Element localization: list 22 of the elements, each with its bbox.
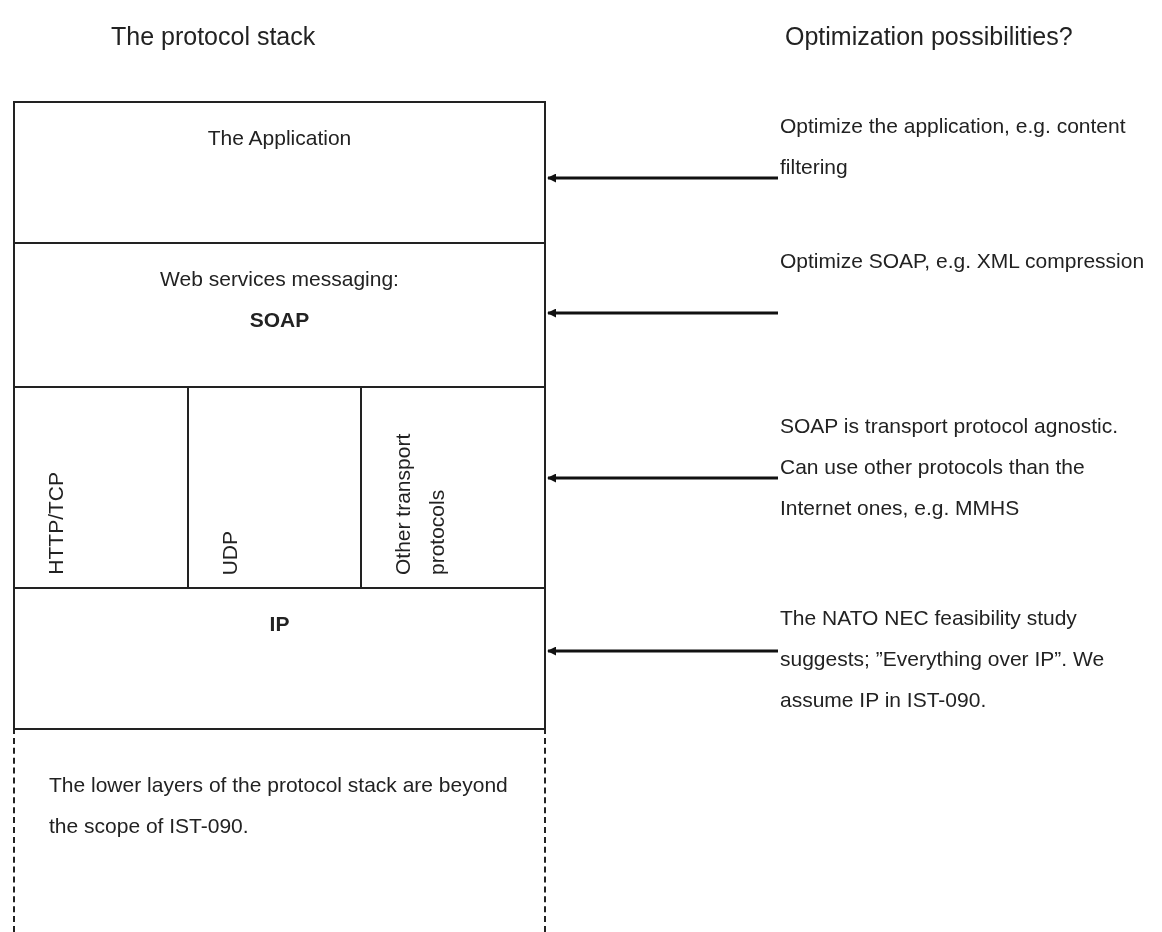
layer-label: SOAP bbox=[248, 307, 311, 333]
layer-label: HTTP/TCP bbox=[43, 472, 68, 575]
layer-box bbox=[13, 242, 546, 388]
layer-label: The Application bbox=[206, 125, 353, 151]
arrow bbox=[547, 473, 778, 483]
annotation-label: Optimize the application, e.g. content filtering bbox=[780, 114, 1126, 178]
dashed-layer-box bbox=[13, 728, 546, 932]
layer-box bbox=[13, 101, 546, 244]
layer-label: IP bbox=[268, 611, 291, 637]
layer-label: The lower layers of the protocol stack are beyond the scope of IST-090. bbox=[49, 773, 508, 837]
annotation-label: The NATO NEC feasibility study suggests; ”Everything over IP”. We assume IP in IST-090. bbox=[780, 606, 1105, 711]
layer-label: Other transport protocols bbox=[390, 432, 449, 575]
layer-box bbox=[13, 587, 546, 730]
layer-label: UDP bbox=[217, 530, 242, 575]
annotation-label: SOAP is transport protocol agnostic. Can use other protocols than the Internet ones, e.g. MMHS bbox=[780, 414, 1119, 519]
arrow bbox=[547, 646, 778, 656]
column-heading: Optimization possibilities? bbox=[785, 22, 1073, 51]
arrow bbox=[547, 308, 778, 318]
annotation-label: Optimize SOAP, e.g. XML compression bbox=[780, 249, 1145, 272]
layer-label: Web services messaging: bbox=[159, 266, 400, 292]
arrow bbox=[547, 173, 778, 183]
column-heading: The protocol stack bbox=[111, 22, 316, 51]
